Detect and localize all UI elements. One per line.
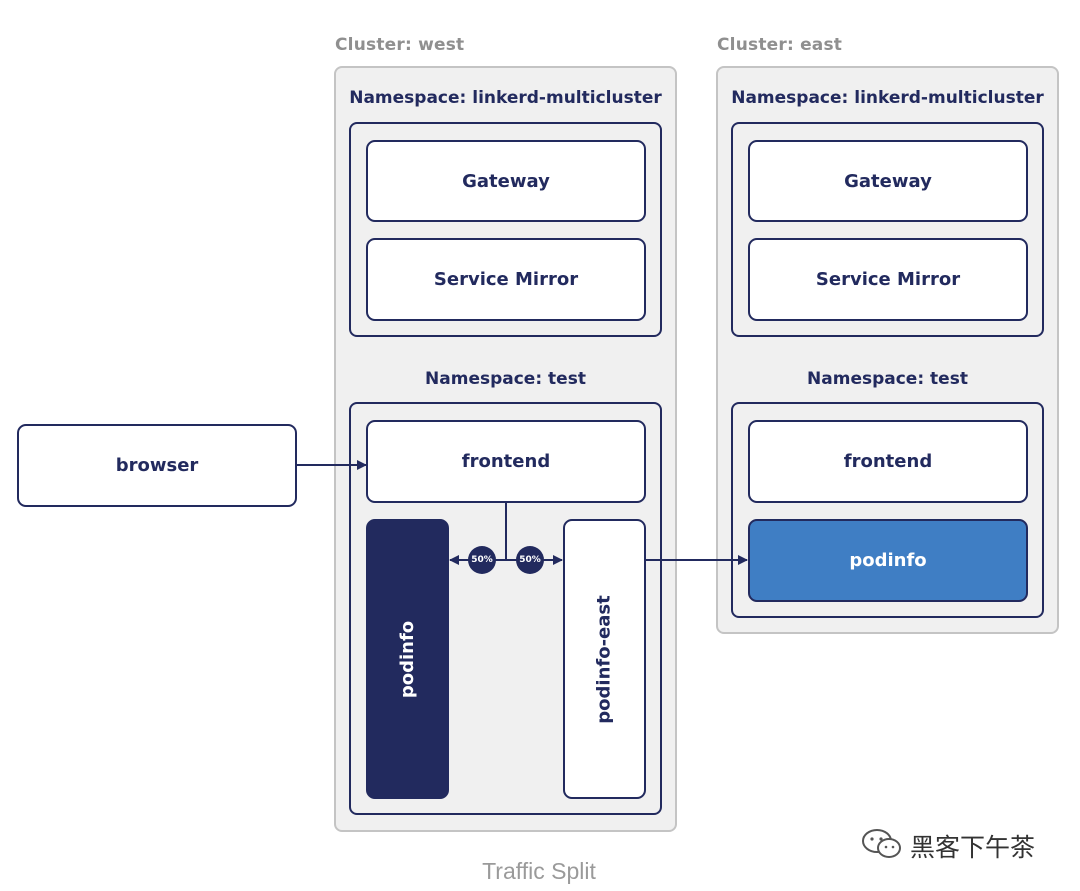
browser-box[interactable]: browser (17, 424, 297, 507)
east-ns-test (731, 402, 1044, 618)
east-service-mirror-label: Service Mirror (815, 269, 961, 290)
west-ns-multicluster-label: Namespace: linkerd-multicluster (349, 88, 662, 108)
west-service-mirror-label: Service Mirror (433, 269, 579, 290)
west-gateway-box[interactable]: Gateway (366, 140, 646, 222)
east-frontend-label: frontend (843, 451, 933, 472)
west-gateway-label: Gateway (462, 170, 550, 192)
diagram-caption: Traffic Split (482, 858, 596, 884)
west-podinfo-box[interactable]: podinfo (366, 519, 449, 799)
east-gateway-box[interactable]: Gateway (748, 140, 1028, 222)
west-frontend-label: frontend (461, 451, 551, 472)
wechat-icon (860, 826, 904, 862)
watermark-text: 黑客下午茶 (910, 833, 1036, 862)
east-ns-multicluster-label: Namespace: linkerd-multicluster (731, 88, 1044, 108)
cluster-west-label: Cluster: west (335, 35, 465, 55)
west-ns-test-label: Namespace: test (425, 369, 586, 389)
west-ns-multicluster (349, 122, 662, 337)
west-podinfo-east-box[interactable]: podinfo-east (563, 519, 646, 799)
east-frontend-box[interactable]: frontend (748, 420, 1028, 503)
cluster-east-label: Cluster: east (717, 35, 843, 55)
east-ns-multicluster (731, 122, 1044, 337)
split-right-badge: 50% (516, 546, 544, 574)
east-service-mirror-box[interactable]: Service Mirror (748, 238, 1028, 321)
west-service-mirror-box[interactable]: Service Mirror (366, 238, 646, 321)
west-ns-test (349, 402, 662, 815)
east-podinfo-box[interactable]: podinfo (748, 519, 1028, 602)
east-ns-test-label: Namespace: test (807, 369, 968, 389)
split-left-percent: 50% (471, 555, 493, 565)
east-gateway-label: Gateway (844, 170, 932, 192)
split-left-badge: 50% (468, 546, 496, 574)
west-frontend-box[interactable]: frontend (366, 420, 646, 503)
east-podinfo-label: podinfo (849, 550, 927, 571)
split-right-percent: 50% (519, 555, 541, 565)
browser-label: browser (115, 455, 199, 476)
